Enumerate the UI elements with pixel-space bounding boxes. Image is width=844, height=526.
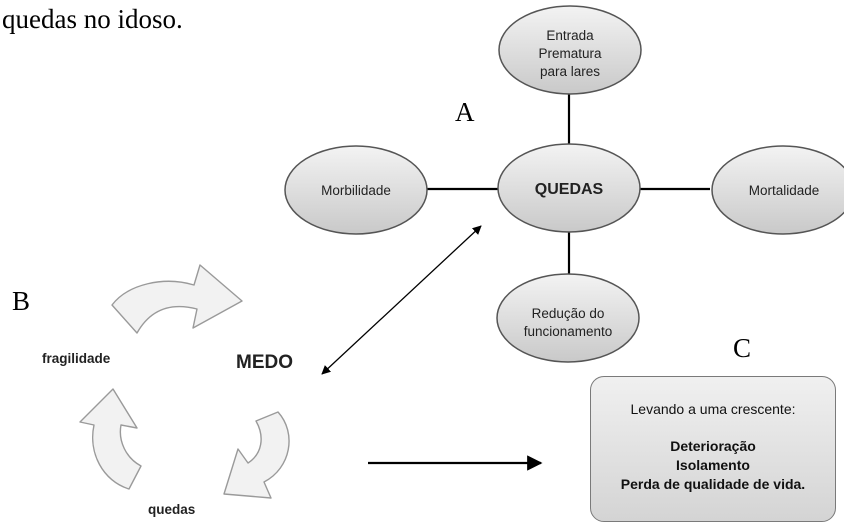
- node-right-label: Mortalidade: [749, 183, 820, 198]
- panel-label-c: C: [733, 333, 752, 363]
- node-bottom-line-1: Redução do: [532, 306, 605, 321]
- consequence-item-isolamento: Isolamento: [676, 457, 750, 473]
- hub-connectors: [425, 92, 710, 278]
- node-top-line-3: para lares: [540, 64, 600, 79]
- cycle-fragilidade-label: fragilidade: [42, 351, 111, 366]
- node-entrada-prematura: [498, 5, 642, 95]
- node-top-line-2: Prematura: [538, 46, 602, 61]
- node-bottom-line-2: funcionamento: [524, 324, 613, 339]
- double-arrow-medo-quedas: [321, 225, 482, 375]
- cycle-medo-label: MEDO: [236, 352, 293, 373]
- intro-text: quedas no idoso.: [2, 4, 183, 34]
- cycle-arrows: [79, 264, 290, 499]
- consequences-box: Levando a uma crescente: Deterioração Is…: [590, 376, 836, 522]
- node-mortalidade: [711, 145, 844, 235]
- consequence-item-qualidade: Perda de qualidade de vida.: [620, 476, 806, 492]
- node-quedas-center: [497, 143, 641, 233]
- cycle-arrow-top: [111, 264, 243, 334]
- node-top-line-1: Entrada: [546, 28, 594, 43]
- cycle-arrow-left: [79, 388, 142, 490]
- cycle-quedas-label: quedas: [148, 502, 195, 517]
- node-left-label: Morbilidade: [321, 183, 391, 198]
- consequence-item-deterioracao: Deterioração: [670, 438, 756, 454]
- cycle-arrow-right: [223, 411, 290, 499]
- consequences-list: Deterioração Isolamento Perda de qualida…: [591, 437, 835, 494]
- consequences-intro: Levando a uma crescente:: [630, 401, 796, 417]
- node-center-label: QUEDAS: [535, 181, 604, 198]
- panel-label-a: A: [455, 97, 475, 127]
- node-reducao-funcionamento: [496, 273, 640, 363]
- panel-label-b: B: [12, 286, 31, 316]
